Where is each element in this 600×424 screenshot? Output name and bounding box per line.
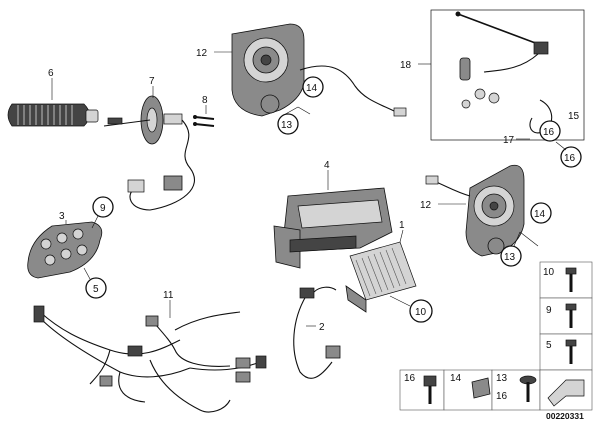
callout-14a: 14 xyxy=(306,83,318,94)
callout-9-circle xyxy=(92,196,114,218)
callout-16a: 16 xyxy=(543,127,555,138)
callout-12b: 12 xyxy=(420,200,432,211)
callout-14b-circle xyxy=(530,202,552,224)
wiring-harness[interactable] xyxy=(33,305,267,413)
grip-wiring xyxy=(129,119,196,211)
callout-5-circle xyxy=(85,277,107,299)
speaker-housing-rear[interactable] xyxy=(465,164,525,257)
callout-3: 3 xyxy=(59,211,65,222)
callout-10-circle xyxy=(409,299,433,323)
antenna[interactable] xyxy=(455,11,553,134)
speaker-cable-front xyxy=(299,65,397,113)
speaker-housing-front[interactable] xyxy=(231,23,305,117)
callout-4: 4 xyxy=(324,160,330,171)
callout-13b-circle xyxy=(500,245,522,267)
callout-13a: 13 xyxy=(281,120,293,131)
connector-box xyxy=(163,175,183,191)
legend-bottom-13: 13 xyxy=(496,373,508,384)
callout-9: 9 xyxy=(100,203,106,214)
speaker-cable-rear xyxy=(435,181,471,197)
connecting-cable[interactable] xyxy=(293,286,341,379)
handle-grip[interactable] xyxy=(7,103,99,127)
screw-legend-right xyxy=(539,261,593,371)
speaker-plug-front xyxy=(393,107,407,117)
callout-16a-circle xyxy=(539,120,561,142)
amplifier-bracket[interactable] xyxy=(273,187,393,269)
legend-bottom-14: 14 xyxy=(450,373,462,384)
callout-14a-circle xyxy=(302,76,324,98)
legend-right-5: 5 xyxy=(546,340,552,351)
small-screws[interactable] xyxy=(193,115,215,127)
legend-bottom-16a: 16 xyxy=(404,373,416,384)
callout-13a-circle xyxy=(277,113,299,135)
callout-16b: 16 xyxy=(564,153,576,164)
heating-ring[interactable] xyxy=(103,95,183,145)
callout-8: 8 xyxy=(202,95,208,106)
antenna-detail-box xyxy=(430,9,585,141)
callout-15: 15 xyxy=(568,111,580,122)
fastener-legend-bottom xyxy=(399,369,593,411)
callout-16b-circle xyxy=(560,146,582,168)
callout-18a: 18 xyxy=(400,60,412,71)
callout-12a: 12 xyxy=(196,48,208,59)
speaker-plug-rear xyxy=(425,175,439,185)
amplifier-unit[interactable] xyxy=(345,241,417,313)
callout-13b: 13 xyxy=(504,252,516,263)
callout-10: 10 xyxy=(415,307,427,318)
legend-right-9: 9 xyxy=(546,305,552,316)
callout-14b: 14 xyxy=(534,209,546,220)
callout-7: 7 xyxy=(149,76,155,87)
handlebar-switch[interactable] xyxy=(27,221,103,279)
callout-11: 11 xyxy=(163,290,174,301)
callout-1: 1 xyxy=(399,220,405,231)
callout-6: 6 xyxy=(48,68,54,79)
callout-5: 5 xyxy=(93,284,99,295)
document-id: 00220331 xyxy=(546,411,584,421)
connector xyxy=(127,179,145,193)
callout-17: 17 xyxy=(503,135,515,146)
legend-right-10: 10 xyxy=(543,267,555,278)
legend-bottom-16b: 16 xyxy=(496,391,508,402)
callout-2: 2 xyxy=(319,322,325,333)
